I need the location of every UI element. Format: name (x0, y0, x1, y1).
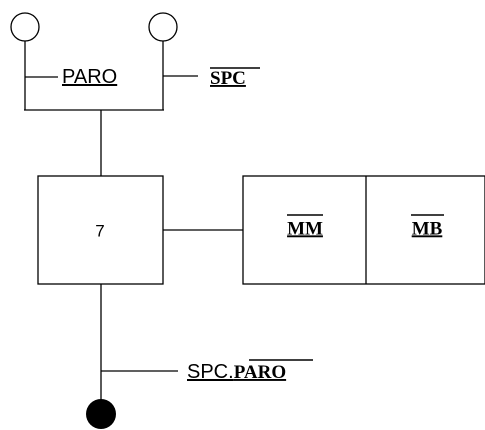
receptivity-bottom-negated: PARO (234, 362, 286, 383)
receptivity-bottom: SPC.PARO (187, 361, 286, 383)
action-block (242, 175, 485, 285)
receptivity-top-left: PARO (62, 66, 117, 88)
action-2-label: MB (412, 218, 443, 239)
receptivity-bottom-prefix: SPC. (187, 361, 234, 383)
input-circle-left (10, 12, 40, 42)
input-circle-right (148, 12, 178, 42)
end-dot (86, 399, 116, 429)
action-1-label: MM (287, 218, 323, 239)
receptivity-top-right: SPC (210, 68, 246, 89)
step-number: 7 (95, 221, 104, 240)
